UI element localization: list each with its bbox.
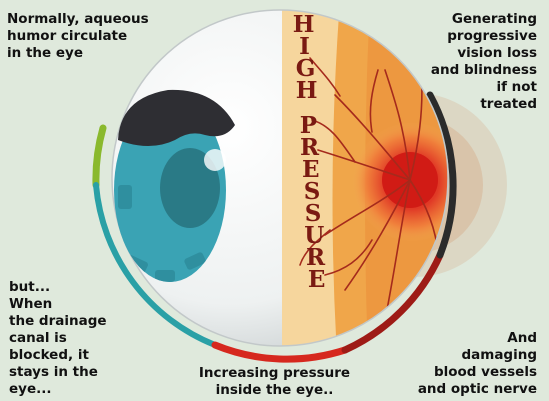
caption-normal-flow: Normally, aqueous humor circulate in the… <box>7 11 149 61</box>
pressure-band <box>282 10 342 346</box>
band-letter: H <box>296 77 318 104</box>
pupil <box>160 148 220 228</box>
band-letter: S <box>305 200 322 227</box>
caption-blocked-drainage: but... When the drainage canal is blocke… <box>9 279 107 397</box>
eyelid <box>118 89 235 146</box>
band-letter: P <box>300 112 317 139</box>
caption-increasing-pressure: Increasing pressure inside the eye.. <box>198 365 351 398</box>
band-letter: H <box>293 11 315 38</box>
band-letter: R <box>306 244 326 271</box>
band-letter: S <box>304 178 321 205</box>
caption-vision-loss: Generating progressive vision loss and b… <box>430 11 537 112</box>
pressure-arc <box>92 91 457 363</box>
band-letter: G <box>296 55 316 82</box>
band-letter: U <box>304 222 324 249</box>
caption-damage: And damaging blood vessels and optic ner… <box>417 330 537 397</box>
band-letter: I <box>299 33 310 60</box>
band-letter: E <box>308 266 326 293</box>
band-letter: R <box>300 134 320 161</box>
band-letter: E <box>302 156 320 183</box>
